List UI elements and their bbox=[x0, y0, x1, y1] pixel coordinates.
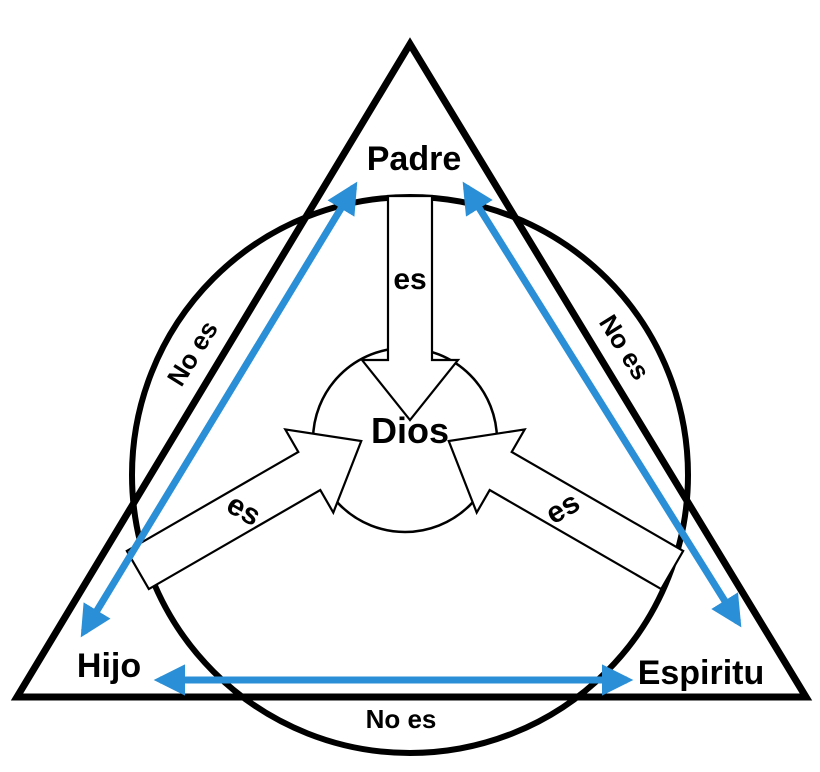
blue-arrow-hijo-padre bbox=[80, 181, 358, 638]
arrow-padre-to-dios: es bbox=[359, 194, 461, 422]
es-label-top: es bbox=[393, 263, 426, 296]
node-label-espiritu: Espiritu bbox=[638, 654, 765, 692]
node-label-padre: Padre bbox=[367, 140, 462, 178]
blue-arrow-padre-espiritu bbox=[462, 181, 742, 628]
node-label-hijo: Hijo bbox=[77, 647, 141, 685]
center-label-dios: Dios bbox=[371, 410, 449, 451]
no-es-label-bottom: No es bbox=[366, 704, 437, 734]
